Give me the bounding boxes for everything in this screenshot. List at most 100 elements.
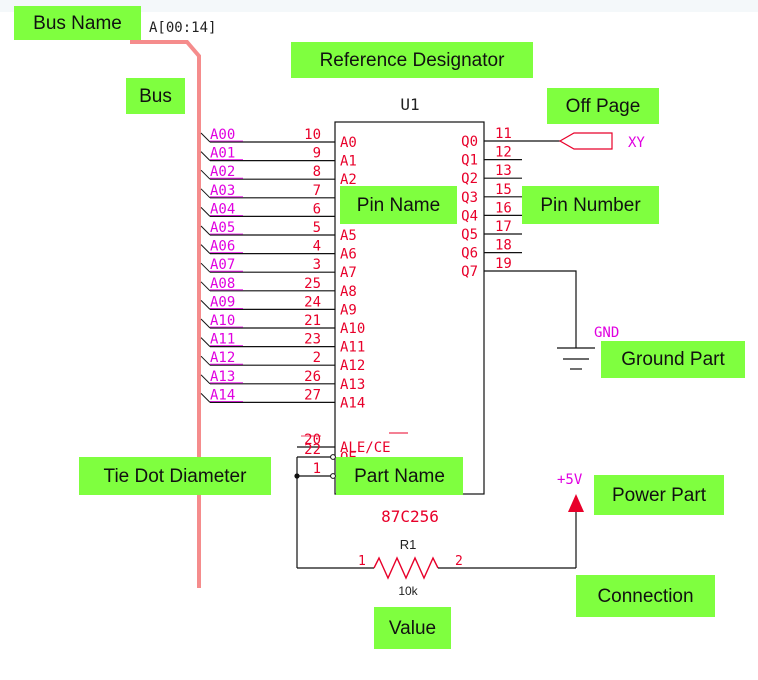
net-label: A03 <box>210 183 235 199</box>
pin-name: A7 <box>340 265 357 281</box>
pin-name: A6 <box>340 247 357 263</box>
pin-name: A2 <box>340 172 357 188</box>
bus-entry <box>200 188 211 199</box>
pin-name: A13 <box>340 377 365 393</box>
pin-name: A11 <box>340 340 365 356</box>
bus-entry <box>200 374 211 385</box>
net-label: A14 <box>210 387 235 403</box>
pin-number: 18 <box>495 238 512 254</box>
pin-name: Q6 <box>461 246 478 262</box>
pin-name: Q2 <box>461 171 478 187</box>
net-label: A11 <box>210 332 235 348</box>
power-arrow <box>568 494 584 512</box>
off-page-net-label: XY <box>628 135 645 151</box>
pin-name: A9 <box>340 302 357 318</box>
callout-bus: Bus <box>126 78 185 114</box>
page-edge <box>0 0 758 12</box>
pin-number: 3 <box>313 257 321 273</box>
part-name-text: 87C256 <box>381 507 439 526</box>
tie-dot <box>294 473 300 479</box>
pin-name: ALE/CE <box>340 440 391 456</box>
resistor-value: 10k <box>398 584 418 598</box>
pin-name: A10 <box>340 321 365 337</box>
pin-name: Q3 <box>461 190 478 206</box>
bus-name-label: A[00:14] <box>149 20 216 36</box>
bus-entry <box>200 300 211 310</box>
pin-number: 7 <box>313 183 321 199</box>
bus-line <box>130 40 201 588</box>
resistor-pin-1: 1 <box>358 554 366 569</box>
pin-name: Q1 <box>461 153 478 169</box>
callout-off-page: Off Page <box>547 88 659 124</box>
bus-entry <box>200 225 211 236</box>
callout-tie-dot-diameter: Tie Dot Diameter <box>79 457 271 495</box>
callout-power-part: Power Part <box>594 475 724 515</box>
pin-number: 8 <box>313 164 321 180</box>
gnd-label: GND <box>594 325 619 341</box>
net-label: A01 <box>210 146 235 162</box>
pin-number: 17 <box>495 219 512 235</box>
resistor-pin-2: 2 <box>455 554 463 569</box>
bus-entry <box>200 132 211 143</box>
bus-entry <box>200 281 211 292</box>
callout-part-name: Part Name <box>336 457 463 495</box>
pin-number: 19 <box>495 256 512 272</box>
net-label: A13 <box>210 369 235 385</box>
pin-name: A0 <box>340 135 357 151</box>
net-label: A09 <box>210 294 235 310</box>
pin-number: 1 <box>313 461 321 477</box>
bus-entry <box>200 207 211 217</box>
pin-number: 15 <box>495 182 512 198</box>
pin-number: 25 <box>304 276 321 292</box>
pins-layer: A0010A0A019A1A028A2A037A3A046A4A055A5A06… <box>200 126 560 485</box>
pin-number: 23 <box>304 332 321 348</box>
net-label: A00 <box>210 127 235 143</box>
pin-number: 24 <box>304 294 321 310</box>
pin-number: 22 <box>304 442 321 458</box>
pin-number: 13 <box>495 163 512 179</box>
bus-entry <box>200 337 211 347</box>
bus-entry <box>200 244 211 254</box>
pin-number: 4 <box>313 239 321 255</box>
inversion-bubble <box>330 473 336 479</box>
pin-name: Q4 <box>461 208 478 224</box>
pin-number: 10 <box>304 127 321 143</box>
ground-wire <box>484 270 577 348</box>
pin-number: 16 <box>495 200 512 216</box>
resistor-zigzag <box>373 556 439 580</box>
net-label: A05 <box>210 220 235 236</box>
net-label: A08 <box>210 276 235 292</box>
net-label: A06 <box>210 239 235 255</box>
net-label: A04 <box>210 201 235 217</box>
pin-name: A8 <box>340 284 357 300</box>
reference-designator-text: U1 <box>400 95 419 114</box>
pin-name: Q7 <box>461 264 478 280</box>
pin-number: 26 <box>304 369 321 385</box>
pin-number: 11 <box>495 126 512 142</box>
pin-name: Q5 <box>461 227 478 243</box>
net-label: A02 <box>210 164 235 180</box>
pin-name: A14 <box>340 395 365 411</box>
pin-name: A12 <box>340 358 365 374</box>
bus-entry <box>200 318 211 329</box>
pin-number: 12 <box>495 145 512 161</box>
power-label: +5V <box>557 472 583 488</box>
callout-pin-name: Pin Name <box>340 186 457 224</box>
pin-number: 6 <box>313 201 321 217</box>
callout-bus-name: Bus Name <box>14 6 141 40</box>
pin-number: 27 <box>304 387 321 403</box>
callout-reference-designator: Reference Designator <box>291 42 533 78</box>
bus-entry <box>200 262 211 273</box>
pin-name: Q0 <box>461 134 478 150</box>
callout-connection: Connection <box>576 575 715 617</box>
bus-entry <box>200 355 211 366</box>
pin-name: A1 <box>340 154 357 170</box>
net-label: A12 <box>210 350 235 366</box>
callout-value: Value <box>374 607 451 649</box>
callout-pin-number: Pin Number <box>522 186 659 224</box>
net-label: A07 <box>210 257 235 273</box>
inversion-bubble <box>330 454 336 460</box>
pin-name: A5 <box>340 228 357 244</box>
